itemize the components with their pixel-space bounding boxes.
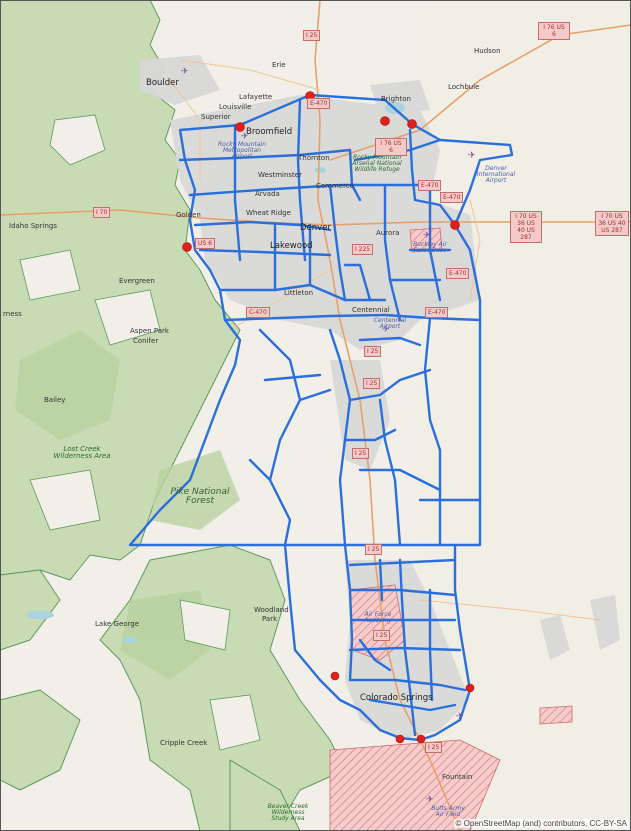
place-label-lafayette: Lafayette xyxy=(239,93,273,101)
area-label-arsenal: Rocky Mountain Arsenal National Wildlife… xyxy=(352,154,402,173)
place-label-lochbuie: Lochbuie xyxy=(448,83,480,91)
airport-icon: ✈ xyxy=(468,151,476,161)
highway-shield: I 25 xyxy=(373,630,391,641)
highway-shield: E-470 xyxy=(425,307,449,318)
district-boundaries xyxy=(128,93,514,742)
place-label-aurora: Aurora xyxy=(376,229,400,237)
area-label-buckley: Buckley Air Force Base xyxy=(413,241,447,254)
place-label-lakewood: Lakewood xyxy=(270,241,313,251)
highway-shield: I 70 xyxy=(93,207,111,218)
place-label-lake-george: Lake George xyxy=(95,620,140,628)
highway-shield: I 76 US 6 xyxy=(538,22,570,40)
highway-shield: I 70 US 36 US 40 US 287 xyxy=(510,211,542,243)
airport-icon: ✈ xyxy=(423,231,431,241)
place-label-boulder: Boulder xyxy=(146,78,179,88)
highway-shield: I 25 xyxy=(352,448,370,459)
area-label-rocky-mountain-airport: Rocky Mountain Metropolitan Airport xyxy=(217,141,267,160)
place-label-thornton: Thornton xyxy=(298,154,330,162)
place-label-bailey: Bailey xyxy=(44,396,66,404)
place-label-hudson: Hudson xyxy=(474,47,501,55)
highway-shield: C-470 xyxy=(246,307,270,318)
place-label-colorado-springs: Colorado Springs xyxy=(360,693,433,703)
area-label-centennial-airport: Centennial Airport xyxy=(373,317,407,330)
place-label-louisville: Louisville xyxy=(219,103,252,111)
highway-shield: I 25 xyxy=(365,544,383,555)
place-label-golden: Golden xyxy=(176,211,201,219)
highway-shield: I 25 xyxy=(363,378,381,389)
place-label-broomfield: Broomfield xyxy=(246,127,293,137)
place-label-arvada: Arvada xyxy=(255,190,280,198)
area-label-pike-national-forest: Pike National Forest xyxy=(170,487,230,506)
place-label-brighton: Brighton xyxy=(381,95,411,103)
airport-icon: ✈ xyxy=(382,325,390,335)
highway-shield: I 25 xyxy=(303,30,321,41)
highway-shield: I 76 US 6 xyxy=(375,138,407,156)
highway-shield: E-470 xyxy=(307,98,331,109)
highway-shield: I 70 US 36 US 40 US 287 xyxy=(595,211,629,236)
place-label-woodland-park: Park xyxy=(262,615,278,623)
place-label-commerce: Commerce xyxy=(316,182,354,190)
boundary-markers xyxy=(182,91,475,744)
highway-shield: I 25 xyxy=(425,742,443,753)
place-label-littleton: Littleton xyxy=(284,289,314,297)
area-label-beaver-creek: Beaver Creek Wilderness Study Area xyxy=(267,803,309,822)
area-label-air-force-academy: Air Force Academy xyxy=(364,611,392,624)
airport-icon: ✈ xyxy=(456,712,464,722)
highway-shield: I 25 xyxy=(364,346,382,357)
airport-icon: ✈ xyxy=(241,132,249,142)
place-label-aspen-park: Aspen Park xyxy=(130,327,169,335)
place-label-denver: Denver xyxy=(300,223,331,233)
map-attribution: © OpenStreetMap (and) contributors, CC-B… xyxy=(453,819,629,828)
airport-icon: ✈ xyxy=(426,795,434,805)
place-label-evergreen: Evergreen xyxy=(119,277,155,285)
area-label-lost-creek: Lost Creek Wilderness Area xyxy=(53,445,111,460)
place-label-centennial: Centennial xyxy=(352,306,390,314)
place-label-woodland: Woodland xyxy=(254,606,289,614)
area-label-dia: Denver International Airport xyxy=(476,165,516,184)
place-label-erie: Erie xyxy=(272,61,286,69)
place-label-superior: Superior xyxy=(201,113,231,121)
highway-shield: I 225 xyxy=(352,244,374,255)
place-label-idaho-springs: Idaho Springs xyxy=(9,222,57,230)
highway-shield: E-470 xyxy=(418,180,442,191)
place-label-wheatridge: Wheat Ridge xyxy=(246,209,291,217)
highway-shield: US 6 xyxy=(195,238,215,249)
highway-shield: E-470 xyxy=(440,192,464,203)
highway-shield: E-470 xyxy=(446,268,470,279)
airport-icon: ✈ xyxy=(181,67,189,77)
place-label-cripple-creek: Cripple Creek xyxy=(160,739,208,747)
place-label-conifer: Conifer xyxy=(133,337,159,345)
place-label-westminster: Westminster xyxy=(258,171,302,179)
area-label-butts-army: Butts Army Air Field xyxy=(431,805,465,818)
place-label-rness: rness xyxy=(3,310,22,318)
place-label-fountain: Fountain xyxy=(442,773,473,781)
